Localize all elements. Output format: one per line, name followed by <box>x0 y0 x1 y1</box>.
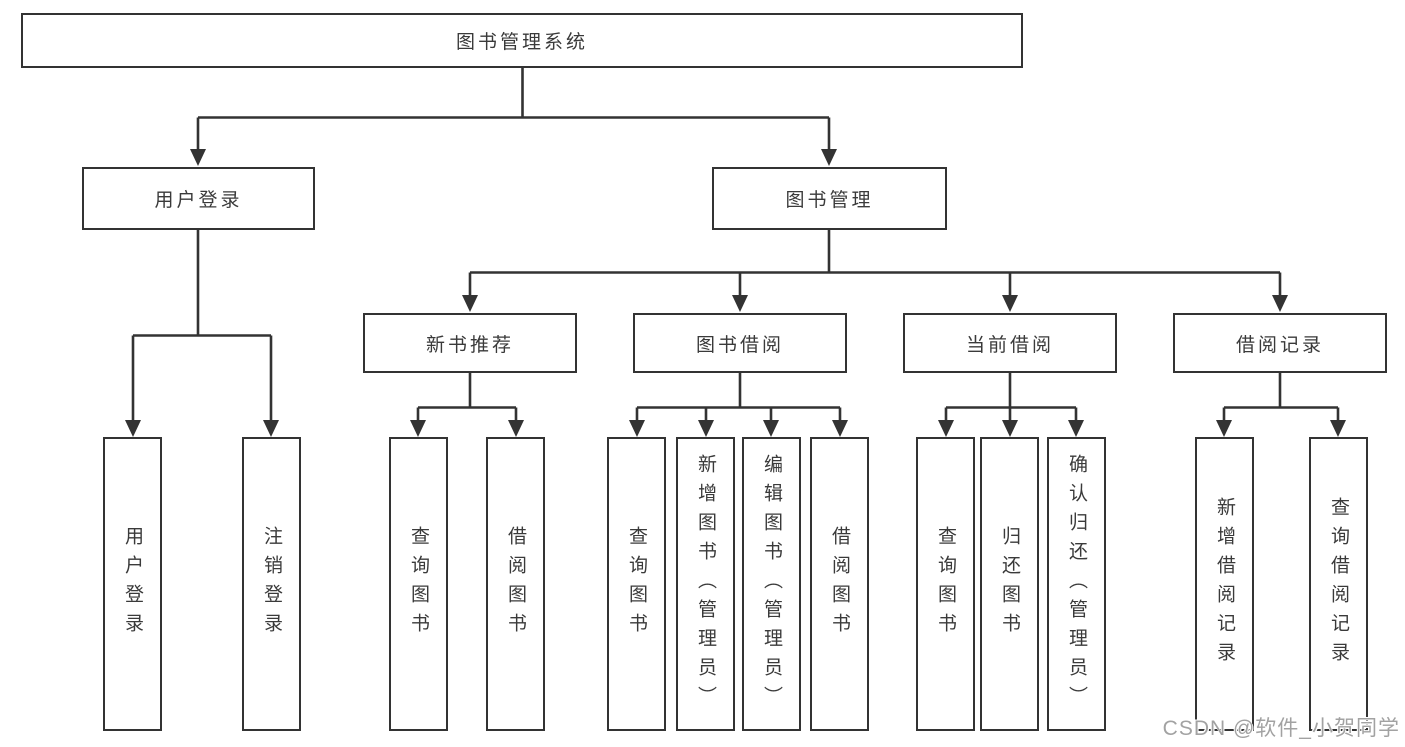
leaf-borrow-books-recommend-label: 借阅图书 <box>505 526 526 642</box>
node-user-login: 用户登录 <box>82 167 315 230</box>
node-new-book-recommendation-label: 新书推荐 <box>425 334 514 356</box>
leaf-logout-login: 注销登录 <box>242 437 301 731</box>
leaf-edit-book-admin: 编辑图书（管理员） <box>742 437 801 731</box>
leaf-confirm-return-admin-label: 确认归还（管理员） <box>1066 453 1087 715</box>
leaf-query-borrow-record-label: 查询借阅记录 <box>1328 497 1349 671</box>
leaf-query-books-borrow: 查询图书 <box>607 437 666 731</box>
node-current-borrowing: 当前借阅 <box>903 313 1117 373</box>
leaf-edit-book-admin-label: 编辑图书（管理员） <box>761 453 782 715</box>
node-new-book-recommendation: 新书推荐 <box>363 313 577 373</box>
leaf-user-login: 用户登录 <box>103 437 162 731</box>
leaf-query-books-current-label: 查询图书 <box>935 526 956 642</box>
node-library-system-label: 图书管理系统 <box>455 32 588 53</box>
node-book-borrowing: 图书借阅 <box>633 313 847 373</box>
leaf-return-book-label: 归还图书 <box>999 526 1020 642</box>
node-library-system: 图书管理系统 <box>21 13 1023 68</box>
leaf-add-book-admin-label: 新增图书（管理员） <box>695 453 716 715</box>
watermark: CSDN @软件_小贺同学 <box>1162 717 1400 740</box>
node-user-login-label: 用户登录 <box>154 190 243 211</box>
leaf-borrow-books: 借阅图书 <box>810 437 869 731</box>
leaf-add-borrow-record: 新增借阅记录 <box>1195 437 1254 731</box>
leaf-return-book: 归还图书 <box>980 437 1039 731</box>
leaf-query-books-recommend-label: 查询图书 <box>408 526 429 642</box>
leaf-confirm-return-admin: 确认归还（管理员） <box>1047 437 1106 731</box>
leaf-add-borrow-record-label: 新增借阅记录 <box>1214 497 1235 671</box>
node-current-borrowing-label: 当前借阅 <box>965 334 1054 356</box>
leaf-add-book-admin: 新增图书（管理员） <box>676 437 735 731</box>
leaf-query-books-borrow-label: 查询图书 <box>626 526 647 642</box>
leaf-query-books-recommend: 查询图书 <box>389 437 448 731</box>
node-book-management-label: 图书管理 <box>785 190 874 211</box>
leaf-logout-login-label: 注销登录 <box>261 526 282 642</box>
node-book-borrowing-label: 图书借阅 <box>695 334 784 356</box>
leaf-borrow-books-recommend: 借阅图书 <box>486 437 545 731</box>
leaf-query-borrow-record: 查询借阅记录 <box>1309 437 1368 731</box>
node-book-management: 图书管理 <box>712 167 947 230</box>
leaf-borrow-books-label: 借阅图书 <box>829 526 850 642</box>
leaf-query-books-current: 查询图书 <box>916 437 975 731</box>
node-borrowing-records: 借阅记录 <box>1173 313 1387 373</box>
node-borrowing-records-label: 借阅记录 <box>1235 334 1324 356</box>
leaf-user-login-label: 用户登录 <box>122 526 143 642</box>
